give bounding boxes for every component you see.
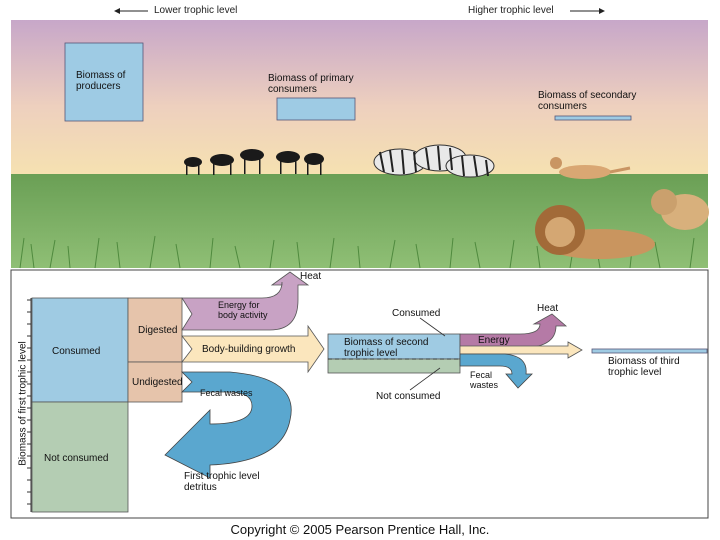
primary-consumers-biomass-bar [276, 97, 356, 121]
consumed-label: Consumed [52, 346, 101, 357]
first-level-detritus-label: First trophic level detritus [184, 471, 260, 493]
energy-body-activity-arrow [181, 271, 310, 331]
axis-ticks [27, 299, 31, 505]
second-level-not-consumed-block [327, 358, 461, 374]
lower-trophic-level-label: Lower trophic level [154, 5, 238, 16]
digested-block [127, 297, 183, 363]
zebra-herd [373, 144, 495, 178]
biomass-first-level-axis-label: Biomass of first trophic level [17, 341, 29, 466]
undigested-block [127, 361, 183, 403]
cheetah [550, 157, 631, 179]
heat-label-1: Heat [300, 271, 322, 282]
not-consumed-2-leader [409, 367, 441, 391]
second-level-label: Biomass of second trophic level [344, 337, 429, 359]
lower-level-arrowhead [114, 8, 120, 14]
body-building-growth-label: Body-building growth [202, 344, 296, 355]
secondary-consumers-biomass-bar [554, 115, 632, 121]
digested-label: Digested [138, 325, 178, 336]
fecal-wastes-arrow [164, 371, 292, 479]
third-level-label: Biomass of third trophic level [608, 356, 680, 378]
lions [535, 189, 709, 259]
secondary-consumers-label: Biomass of secondary consumers [538, 90, 637, 112]
higher-trophic-level-label: Higher trophic level [468, 5, 554, 16]
higher-level-arrowhead [599, 8, 605, 14]
primary-consumers-label: Biomass of primary consumers [268, 73, 354, 95]
producers-biomass-bar [64, 42, 144, 122]
consumed-block [31, 297, 129, 403]
antelope-herd [184, 149, 324, 175]
consumed-2-label: Consumed [392, 308, 441, 319]
not-consumed-2-label: Not consumed [376, 391, 441, 402]
producers-label: Biomass of producers [76, 70, 126, 92]
fecal-wastes-2-arrow [459, 353, 533, 389]
third-level-biomass-bar [591, 348, 708, 354]
consumed-2-leader [419, 317, 446, 337]
copyright-notice: Copyright © 2005 Pearson Prentice Hall, … [230, 522, 490, 537]
energy-label: Energy [478, 335, 510, 346]
fecal-wastes-label-2: Fecal wastes [470, 370, 499, 390]
undigested-label: Undigested [132, 377, 183, 388]
energy-body-activity-label: Energy for body activity [218, 300, 268, 320]
not-consumed-label: Not consumed [44, 453, 109, 464]
fecal-wastes-label-1: Fecal wastes [200, 388, 253, 398]
heat-label-2: Heat [537, 303, 559, 314]
not-consumed-block [31, 401, 129, 513]
body-building-growth-arrow [181, 324, 325, 374]
